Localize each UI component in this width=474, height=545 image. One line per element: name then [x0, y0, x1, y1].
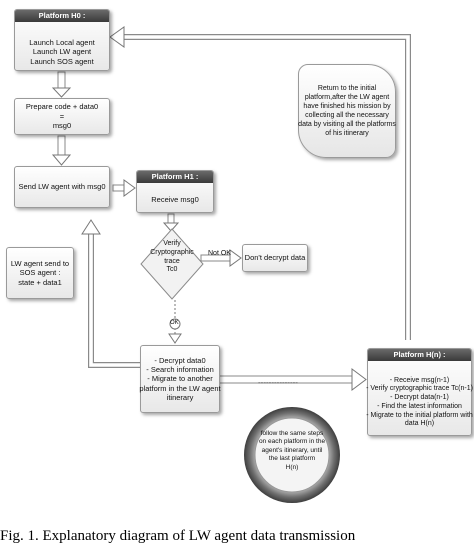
- platform-hn-header: Platform H(n) :: [368, 349, 471, 361]
- figure-caption: Fig. 1. Explanatory diagram of LW agent …: [0, 528, 356, 544]
- send-label: Send LW agent with msg0: [18, 182, 106, 192]
- loop-arrowhead: [81, 219, 101, 235]
- prepare-box: Prepare code + data0 = msg0: [14, 98, 110, 135]
- verify-diamond: [140, 228, 204, 300]
- platform-h1-header: Platform H1 :: [137, 171, 213, 183]
- dont-decrypt-box: Don't decrypt data: [242, 244, 308, 272]
- process-box: - Decrypt data0 - Search information - M…: [139, 345, 221, 413]
- follow-text: follow the same steps on each platform i…: [258, 430, 326, 471]
- platform-h1-box: Platform H1 : Receive msg0: [136, 170, 214, 213]
- arrow-verify-dont: [229, 249, 242, 267]
- ok-badge: [169, 318, 181, 330]
- platform-h0-lines: Launch Local agent Launch LW agent Launc…: [29, 37, 95, 66]
- platform-h0-header: Platform H0 :: [15, 10, 109, 22]
- platform-hn-box: Platform H(n) : - Receive msg(n-1) - Ver…: [366, 348, 473, 436]
- loop-back-line: [88, 232, 140, 368]
- sos-send-box: LW agent send to SOS agent : state + dat…: [6, 247, 74, 299]
- platform-h0-box: Platform H0 : Launch Local agent Launch …: [14, 9, 110, 71]
- dots-connector: ---------------: [258, 378, 298, 387]
- verify-text: Verify Cryptographic trace Tc0: [150, 240, 194, 274]
- return-note: Return to the initial platform,after the…: [298, 64, 396, 158]
- arrow-prepare-send: [51, 154, 72, 166]
- platform-h1-body: Receive msg0: [151, 194, 199, 204]
- arrow-send-h1: [123, 179, 136, 197]
- send-box: Send LW agent with msg0: [14, 166, 110, 208]
- arrow-process-hn: [351, 368, 367, 391]
- follow-circle: [244, 407, 340, 503]
- not-ok-label: Not OK: [208, 250, 231, 257]
- ok-label: OK: [170, 320, 179, 326]
- arrow-h1-verify: [162, 222, 180, 232]
- arrow-h0-prepare: [51, 87, 72, 98]
- return-arrowhead: [109, 26, 125, 48]
